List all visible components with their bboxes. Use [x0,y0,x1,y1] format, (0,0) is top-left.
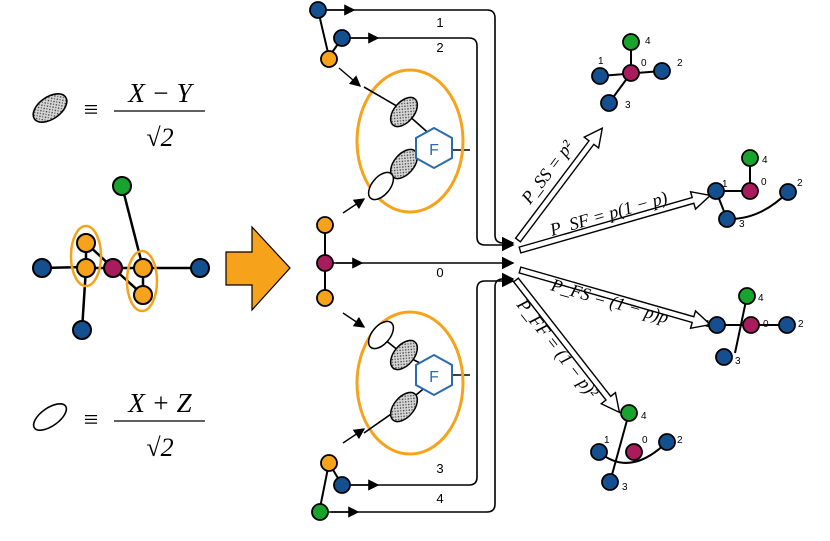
node-label-1: 1 [722,179,728,190]
channel-label-2: 2 [436,40,443,55]
legend-dark-denominator: √2 [146,123,173,152]
prob-ff-label: P_FF = (1 − p)² [511,294,602,402]
channel-label-1: 1 [436,15,443,30]
node-label-4: 4 [641,411,647,422]
fusion-label-bottom: F [429,369,439,386]
node-label-3: 3 [735,356,741,367]
result-graph-fs: 4 1 0 2 3 [705,287,804,367]
prob-fs-label: P_FS = (1 − p)p [548,274,671,328]
node-label-0: 0 [763,319,769,330]
node-label-4: 4 [758,293,764,304]
detector-dark [389,339,419,371]
fusion-gate-bottom [355,310,465,456]
node-label-2: 2 [798,319,804,330]
detector-light [367,171,395,201]
node-label-0: 0 [642,435,648,446]
result-graph-ss: 4 1 0 2 3 [591,33,683,112]
outcome-arrows [512,126,712,414]
circuit: F F 1 2 0 3 4 [309,1,515,521]
channel-label-3: 3 [436,461,443,476]
result-graph-ff: 4 1 0 2 3 [590,404,683,493]
node-label-3: 3 [622,482,628,493]
node-label-2: 2 [797,178,803,189]
fusion-hexagon-top: F [415,126,453,170]
fusion-hexagon-bottom: F [415,353,453,397]
result-graph-sf: 4 1 0 2 3 [707,149,803,230]
node-label-2: 2 [677,58,683,69]
node-label-1: 1 [598,56,604,67]
fusion-label-top: F [429,142,439,159]
node-label-0: 0 [641,58,647,69]
legend-light-equiv: ≡ [82,405,100,434]
node-label-4: 4 [645,36,651,47]
node-label-2: 2 [677,435,683,446]
detector-dark [389,391,419,423]
node-label-3: 3 [739,219,745,230]
channel-label-4: 4 [436,491,443,506]
legend-dark-numerator: X − Y [127,78,194,108]
node-label-1: 1 [604,435,610,446]
input-graph [32,176,210,340]
detector-light [367,320,395,350]
node-label-0: 0 [761,177,767,188]
channel-label-0: 0 [436,265,443,280]
fusion-group-right [125,249,159,313]
legend-dark-ellipse [32,93,68,123]
node-label-3: 3 [625,100,631,111]
node-label-1: 1 [705,319,711,330]
fusion-gate-top [355,68,465,214]
node-label-4: 4 [762,155,768,166]
detector-dark [389,96,419,128]
legend-light-ellipse [32,403,68,431]
legend-light-numerator: X + Z [127,388,192,418]
legend-dark-equiv: ≡ [82,95,100,124]
fusion-group-left [69,224,103,288]
legend-light-denominator: √2 [146,433,173,462]
process-arrow [225,225,291,312]
